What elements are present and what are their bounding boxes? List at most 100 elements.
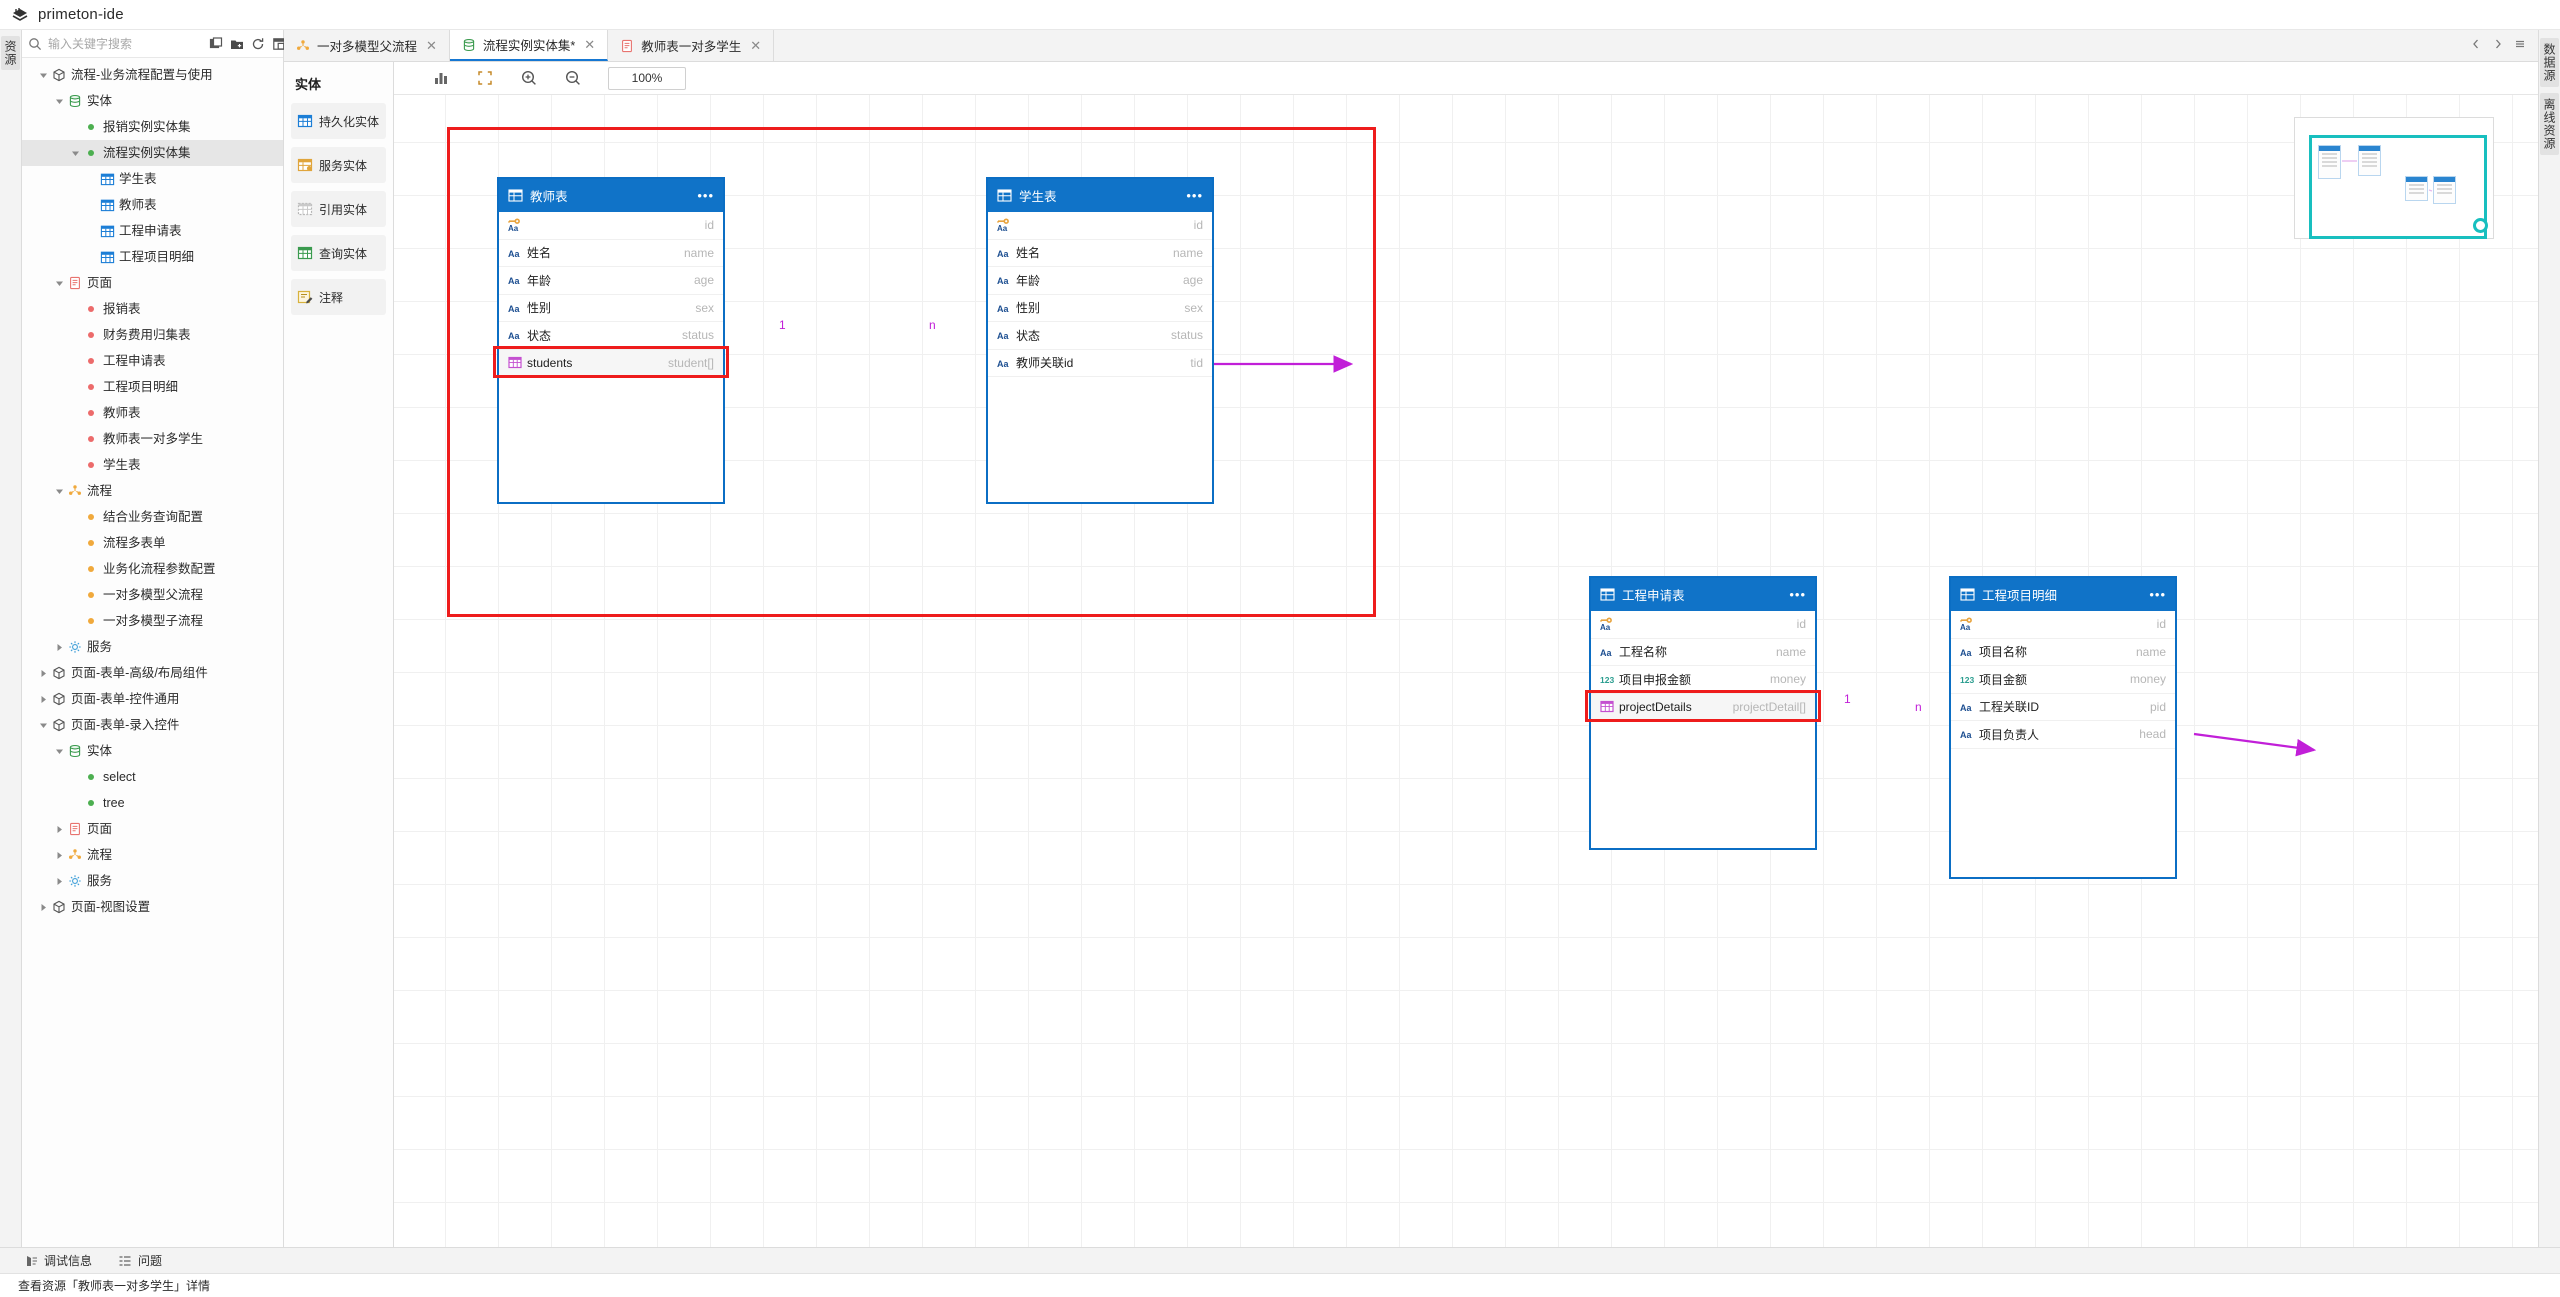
- minimap[interactable]: [2294, 117, 2494, 239]
- palette-item-4[interactable]: 注释: [291, 279, 386, 315]
- new-folder-icon[interactable]: [230, 37, 244, 51]
- bottom-panel-tab-0[interactable]: 调试信息: [24, 1252, 92, 1269]
- tree-item-16[interactable]: 流程: [22, 478, 283, 504]
- palette-item-3[interactable]: 查询实体: [291, 235, 386, 271]
- tree-twisty-icon[interactable]: [52, 825, 66, 834]
- tree-twisty-icon[interactable]: [36, 669, 50, 678]
- tree-item-31[interactable]: 服务: [22, 868, 283, 894]
- entity-card-header[interactable]: 教师表•••: [499, 179, 723, 212]
- tree-item-3[interactable]: 流程实例实体集: [22, 140, 283, 166]
- zoom-out-icon[interactable]: [562, 67, 584, 89]
- zoom-in-icon[interactable]: [518, 67, 540, 89]
- tree-item-8[interactable]: 页面: [22, 270, 283, 296]
- tree-item-2[interactable]: 报销实例实体集: [22, 114, 283, 140]
- chart-icon[interactable]: [430, 67, 452, 89]
- editor-tab-0[interactable]: 一对多模型父流程✕: [284, 30, 450, 61]
- tree-item-15[interactable]: 学生表: [22, 452, 283, 478]
- tree-item-22[interactable]: 服务: [22, 634, 283, 660]
- right-rail-item-0[interactable]: 数据源: [2540, 38, 2559, 87]
- tab-close-icon[interactable]: ✕: [750, 38, 762, 53]
- entity-card-menu-icon[interactable]: •••: [1186, 188, 1203, 203]
- entity-card-menu-icon[interactable]: •••: [1789, 587, 1806, 602]
- zoom-level-display[interactable]: 100%: [608, 66, 686, 90]
- tree-item-17[interactable]: 结合业务查询配置: [22, 504, 283, 530]
- bottom-panel-tab-1[interactable]: 问题: [118, 1252, 162, 1269]
- tree-item-14[interactable]: 教师表一对多学生: [22, 426, 283, 452]
- minimap-resize-handle[interactable]: [2473, 218, 2488, 233]
- palette-item-0[interactable]: 持久化实体: [291, 103, 386, 139]
- tree-item-23[interactable]: 页面-表单-高级/布局组件: [22, 660, 283, 686]
- tree-item-1[interactable]: 实体: [22, 88, 283, 114]
- tree-twisty-icon[interactable]: [36, 695, 50, 704]
- tree-item-6[interactable]: 工程申请表: [22, 218, 283, 244]
- tree-item-4[interactable]: 学生表: [22, 166, 283, 192]
- tree-item-9[interactable]: 报销表: [22, 296, 283, 322]
- tree-item-18[interactable]: 流程多表单: [22, 530, 283, 556]
- editor-tab-1[interactable]: 流程实例实体集*✕: [449, 30, 609, 61]
- search-input[interactable]: [48, 36, 203, 51]
- tree-twisty-icon[interactable]: [36, 903, 50, 912]
- tree-twisty-icon[interactable]: [52, 851, 66, 860]
- tree-item-13[interactable]: 教师表: [22, 400, 283, 426]
- editor-tab-2[interactable]: 教师表一对多学生✕: [608, 30, 775, 61]
- tree-twisty-icon[interactable]: [36, 71, 50, 80]
- entity-card-header[interactable]: 学生表•••: [988, 179, 1212, 212]
- tree-item-25[interactable]: 页面-表单-录入控件: [22, 712, 283, 738]
- tree-item-5[interactable]: 教师表: [22, 192, 283, 218]
- minimap-viewport[interactable]: [2309, 135, 2487, 239]
- tab-close-icon[interactable]: ✕: [426, 38, 437, 53]
- tree-item-11[interactable]: 工程申请表: [22, 348, 283, 374]
- tree-item-12[interactable]: 工程项目明细: [22, 374, 283, 400]
- tree-item-10[interactable]: 财务费用归集表: [22, 322, 283, 348]
- tree-item-27[interactable]: select: [22, 764, 283, 790]
- tab-close-icon[interactable]: ✕: [584, 37, 596, 52]
- tree-item-20[interactable]: 一对多模型父流程: [22, 582, 283, 608]
- fit-screen-icon[interactable]: [474, 67, 496, 89]
- tree-item-21[interactable]: 一对多模型子流程: [22, 608, 283, 634]
- tree-twisty-icon[interactable]: [52, 279, 66, 288]
- tab-menu-icon[interactable]: [2514, 37, 2526, 55]
- tree-item-24[interactable]: 页面-表单-控件通用: [22, 686, 283, 712]
- right-rail-item-1[interactable]: 离线资源: [2540, 93, 2559, 155]
- collapse-all-icon[interactable]: [209, 36, 223, 51]
- tree-twisty-icon[interactable]: [68, 149, 82, 158]
- palette-item-1[interactable]: 服务实体: [291, 147, 386, 183]
- tree-twisty-icon[interactable]: [52, 97, 66, 106]
- tree-item-30[interactable]: 流程: [22, 842, 283, 868]
- entity-card-menu-icon[interactable]: •••: [2149, 587, 2166, 602]
- tree-item-7[interactable]: 工程项目明细: [22, 244, 283, 270]
- tree-twisty-icon[interactable]: [36, 721, 50, 730]
- refresh-icon[interactable]: [251, 37, 265, 51]
- tree-twisty-icon[interactable]: [52, 643, 66, 652]
- tree-item-28[interactable]: tree: [22, 790, 283, 816]
- tree-twisty-icon[interactable]: [52, 877, 66, 886]
- tree-item-26[interactable]: 实体: [22, 738, 283, 764]
- tree-item-29[interactable]: 页面: [22, 816, 283, 842]
- tree-item-19[interactable]: 业务化流程参数配置: [22, 556, 283, 582]
